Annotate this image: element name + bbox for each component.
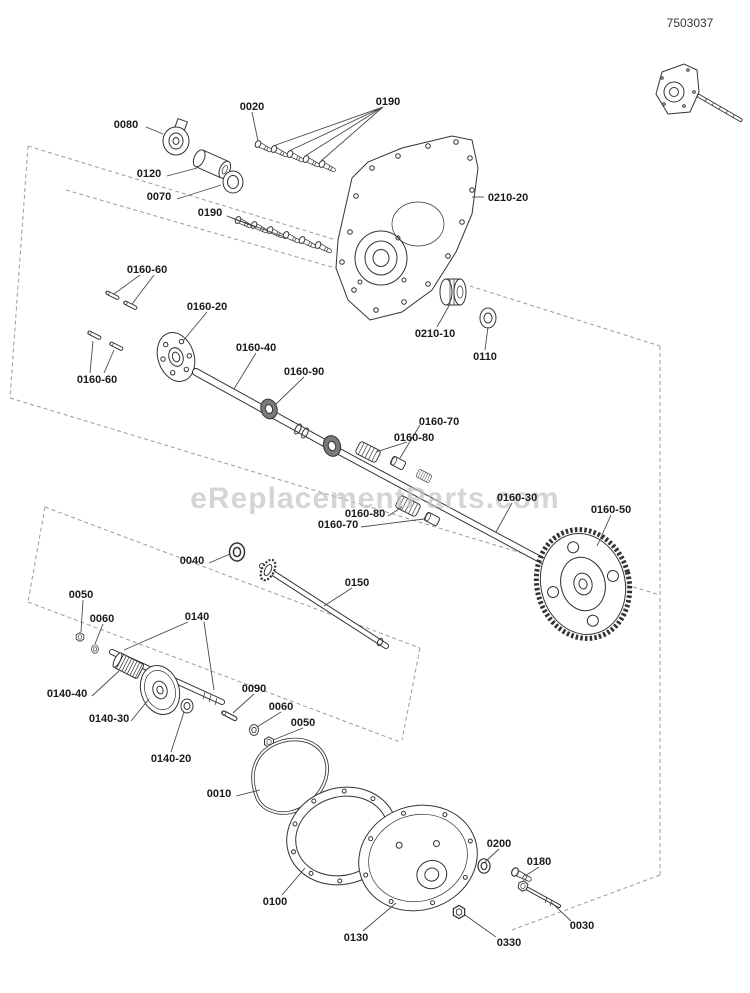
callout-0140: 0140 xyxy=(185,611,209,623)
callout-0160-60-a: 0160-60 xyxy=(127,264,167,276)
callout-0100: 0100 xyxy=(263,896,287,908)
bolt-icon xyxy=(269,144,290,160)
callout-0160-50: 0160-50 xyxy=(591,504,631,516)
ribbed-collar-icon xyxy=(415,468,433,484)
bolt-row-top xyxy=(253,139,338,175)
callout-0160-80-a: 0160-80 xyxy=(394,432,434,444)
watermark-text: eReplacementParts.com xyxy=(190,482,560,515)
part-0140-40-roller xyxy=(112,652,145,679)
part-0060-washer xyxy=(91,644,99,654)
callout-0140-40: 0140-40 xyxy=(47,688,87,700)
leader-lines xyxy=(80,106,612,938)
dashed-boundaries xyxy=(9,145,661,931)
part-0050-nut xyxy=(75,632,85,642)
callout-0160-20: 0160-20 xyxy=(187,301,227,313)
callout-0330: 0330 xyxy=(497,937,521,949)
callout-0110: 0110 xyxy=(473,351,497,363)
callout-0020: 0020 xyxy=(240,101,264,113)
callout-0190-a: 0190 xyxy=(376,96,400,108)
pin-icon xyxy=(108,341,124,352)
callout-0060-a: 0060 xyxy=(90,613,114,625)
part-0330-nut xyxy=(452,904,466,920)
callout-0080: 0080 xyxy=(114,119,138,131)
part-0060-washer-2 xyxy=(249,724,259,736)
part-0210-10-bushing xyxy=(439,278,467,306)
callout-0150: 0150 xyxy=(345,577,369,589)
part-0130-housing xyxy=(358,804,478,912)
document-number: 7503037 xyxy=(667,16,714,30)
callout-0060-b: 0060 xyxy=(269,701,293,713)
part-0160-70-bushing xyxy=(389,455,407,471)
bolt-icon xyxy=(285,149,306,165)
assembled-view-inset xyxy=(655,63,743,122)
callout-0200: 0200 xyxy=(487,838,511,850)
sprocket-icon xyxy=(259,558,277,582)
bolt-row-second xyxy=(233,215,334,256)
callout-0090: 0090 xyxy=(242,683,266,695)
part-0160-50-gear xyxy=(533,527,633,641)
callout-0030: 0030 xyxy=(570,920,594,932)
callout-0010: 0010 xyxy=(207,788,231,800)
bolt-icon xyxy=(253,139,274,155)
part-0150-axle xyxy=(259,558,389,649)
part-0090-pin xyxy=(220,709,239,722)
bolt-icon xyxy=(281,230,302,246)
part-0030-bolt xyxy=(517,879,561,908)
bolt-icon xyxy=(313,240,334,256)
part-0040-washer xyxy=(228,542,246,562)
pin-icon xyxy=(122,300,138,311)
part-0080-hub xyxy=(162,117,190,156)
callout-0050-a: 0050 xyxy=(69,589,93,601)
bolt-icon xyxy=(297,235,318,251)
callout-0070: 0070 xyxy=(147,191,171,203)
part-0140-20-ring xyxy=(180,698,194,714)
callout-0120: 0120 xyxy=(137,168,161,180)
part-0210-20-plate xyxy=(335,135,479,321)
callout-0140-30: 0140-30 xyxy=(89,713,129,725)
part-0110-ring xyxy=(479,307,497,329)
part-0160-30-shaft xyxy=(336,448,549,566)
callout-0160-80-b: 0160-80 xyxy=(345,508,385,520)
callout-0050-b: 0050 xyxy=(291,717,315,729)
callout-0180: 0180 xyxy=(527,856,551,868)
parts-layer xyxy=(75,117,633,920)
callout-0140-20: 0140-20 xyxy=(151,753,191,765)
callout-0210-20: 0210-20 xyxy=(488,192,528,204)
part-0200-washer xyxy=(477,858,491,874)
callout-0210-10: 0210-10 xyxy=(415,328,455,340)
plate-bolt-holes xyxy=(339,139,475,313)
callout-0160-70-a: 0160-70 xyxy=(419,416,459,428)
callout-labels: 0020 0190 0080 0120 0070 0210-20 0190 01… xyxy=(47,96,631,949)
pins-0160-60 xyxy=(86,290,138,352)
pin-icon xyxy=(86,330,102,341)
part-0070-ring xyxy=(222,170,244,194)
bolt-icon xyxy=(265,225,286,241)
part-0160-20-flange xyxy=(156,332,196,382)
callout-0160-40: 0160-40 xyxy=(236,342,276,354)
callout-0160-30: 0160-30 xyxy=(497,492,537,504)
callout-0130: 0130 xyxy=(344,932,368,944)
callout-0040: 0040 xyxy=(180,555,204,567)
bolt-icon xyxy=(301,154,322,170)
part-0010-belt xyxy=(251,737,329,815)
callout-0190-b: 0190 xyxy=(198,207,222,219)
callout-0160-90: 0160-90 xyxy=(284,366,324,378)
callout-0160-60-b: 0160-60 xyxy=(77,374,117,386)
inset-shaft xyxy=(697,94,743,122)
part-0140-30-disc xyxy=(139,665,181,715)
callout-0160-70-b: 0160-70 xyxy=(318,519,358,531)
bolt-icon xyxy=(317,159,338,175)
